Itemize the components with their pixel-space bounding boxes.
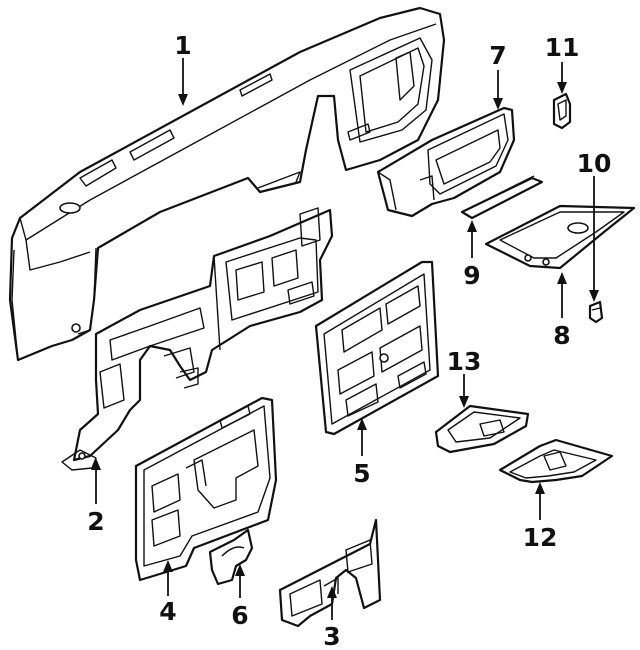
part-12-tray — [498, 438, 614, 484]
callout-2: 2 — [87, 507, 104, 536]
callout-3: 3 — [323, 622, 340, 650]
callout-12: 12 — [523, 523, 558, 552]
part-7-glove-box — [376, 106, 516, 218]
callout-4: 4 — [159, 597, 176, 626]
callout-7: 7 — [489, 41, 506, 70]
callout-11: 11 — [545, 33, 580, 62]
callout-13: 13 — [447, 347, 482, 376]
part-3-lower-trim-panel — [278, 518, 382, 628]
callout-1: 1 — [174, 31, 191, 60]
part-5-center-bezel — [314, 260, 440, 436]
callout-labels: 1 2 3 4 5 6 7 8 9 10 11 12 13 — [87, 31, 611, 650]
part-8-glove-box-door — [484, 204, 636, 270]
part-1-instrument-panel-pad — [8, 6, 446, 362]
part-10-latch — [588, 300, 604, 324]
callout-9: 9 — [463, 261, 480, 290]
callout-5: 5 — [353, 459, 370, 488]
callout-10: 10 — [577, 149, 612, 178]
part-9-trim-strip — [460, 175, 544, 220]
leader-lines — [91, 58, 599, 620]
part-2-panel-carrier — [61, 207, 334, 471]
part-11-clip — [552, 92, 572, 130]
part-13-bracket — [434, 404, 530, 454]
callout-8: 8 — [553, 321, 570, 350]
callout-6: 6 — [231, 601, 248, 630]
part-6-column-cover — [208, 528, 254, 586]
part-4-instrument-bezel — [134, 396, 278, 582]
